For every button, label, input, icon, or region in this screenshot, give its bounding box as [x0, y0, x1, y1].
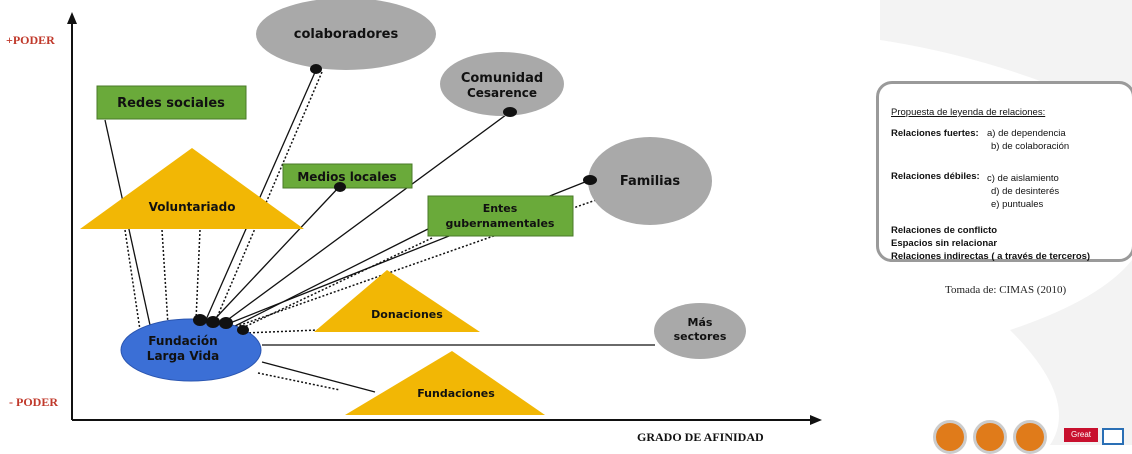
line-medios — [211, 185, 341, 323]
source-prefix: Tomada de: — [945, 284, 997, 296]
legend-conflict: Relaciones de conflicto — [891, 225, 998, 236]
dot-center-1 — [193, 314, 207, 326]
partner-logo — [973, 420, 1007, 454]
node-medios-locales — [282, 163, 413, 189]
line-voluntariado-mid — [161, 229, 169, 326]
line-fundaciones-solid — [261, 361, 376, 393]
connection-dots — [193, 64, 597, 335]
line-colaboradores-dotted — [214, 71, 323, 323]
legend-strong-b: b) de colaboración — [991, 141, 1070, 152]
legend-indirect: Relaciones indirectas ( a través de terc… — [891, 251, 1091, 262]
legend-strong-a: a) de dependencia — [987, 128, 1066, 139]
node-fundacion-label-1: Fundación — [148, 334, 217, 348]
partner-logo — [1013, 420, 1047, 454]
node-medios-locales-label: Medios locales — [297, 170, 396, 184]
line-donaciones — [244, 329, 319, 334]
node-mas-sectores — [654, 303, 746, 359]
dot-comunidad — [503, 107, 517, 117]
dot-center-2 — [206, 316, 220, 328]
legend-weak-label: Relaciones débiles: — [891, 171, 980, 182]
node-donaciones — [314, 270, 480, 332]
y-axis-bottom-label: - PODER — [9, 395, 58, 409]
partner-logo — [1102, 428, 1124, 445]
dot-center-3 — [219, 317, 233, 329]
node-redes-sociales-label: Redes sociales — [117, 96, 225, 111]
node-mas-sectores-label-2: sectores — [674, 330, 727, 343]
node-entes-gubernamentales — [427, 195, 574, 237]
x-axis-arrow — [810, 415, 822, 425]
y-axis-top-label: +PODER — [6, 33, 55, 47]
node-mas-sectores-label-1: Más — [688, 316, 713, 329]
node-entes-label-1: Entes — [483, 202, 518, 215]
dot-colaboradores — [310, 64, 322, 74]
node-familias — [588, 137, 712, 225]
node-entes-label-2: gubernamentales — [446, 217, 555, 230]
node-fundaciones-label: Fundaciones — [417, 387, 495, 400]
dot-familias — [583, 175, 597, 185]
node-donaciones-label: Donaciones — [371, 308, 443, 321]
partner-logo — [933, 420, 967, 454]
node-fundacion-larga-vida — [120, 318, 262, 382]
node-redes-sociales — [96, 85, 247, 120]
dot-medios — [334, 182, 346, 192]
legend-weak-c: c) de aislamiento — [987, 173, 1059, 184]
legend-title: Propuesta de leyenda de relaciones: — [891, 107, 1046, 118]
node-voluntariado — [80, 148, 304, 229]
node-colaboradores-label: colaboradores — [294, 27, 399, 42]
line-colaboradores-solid — [204, 69, 317, 323]
y-axis-arrow — [67, 12, 77, 24]
legend-strong-label: Relaciones fuertes: — [891, 128, 979, 139]
node-fundaciones — [345, 351, 545, 415]
node-colaboradores — [256, 0, 436, 70]
x-axis-label: GRADO DE AFINIDAD — [637, 430, 764, 444]
background-shape — [1010, 260, 1132, 445]
line-fundaciones-dotted — [257, 372, 341, 391]
node-comunidad — [440, 52, 564, 116]
line-comunidad — [221, 111, 511, 325]
dot-center-4 — [237, 325, 249, 335]
line-voluntariado-left — [124, 229, 141, 331]
node-familias-label: Familias — [620, 174, 681, 189]
line-voluntariado-right — [195, 229, 201, 321]
node-comunidad-label-2: Cesarence — [467, 86, 537, 100]
great-badge: Great — [1064, 428, 1098, 442]
source-text: CIMAS (2010) — [999, 284, 1067, 296]
line-entes-solid — [234, 227, 431, 327]
legend-weak-e: e) puntuales — [991, 199, 1044, 210]
source-note: Tomada de: CIMAS (2010) — [945, 284, 1066, 296]
node-voluntariado-label: Voluntariado — [149, 200, 236, 214]
node-fundacion-label-2: Larga Vida — [147, 349, 219, 363]
node-comunidad-label-1: Comunidad — [461, 71, 543, 86]
legend-panel: Propuesta de leyenda de relaciones: Rela… — [876, 81, 1132, 262]
legend-weak-d: d) de desinterés — [991, 186, 1060, 197]
legend-unrelated: Espacios sin relacionar — [891, 238, 998, 249]
